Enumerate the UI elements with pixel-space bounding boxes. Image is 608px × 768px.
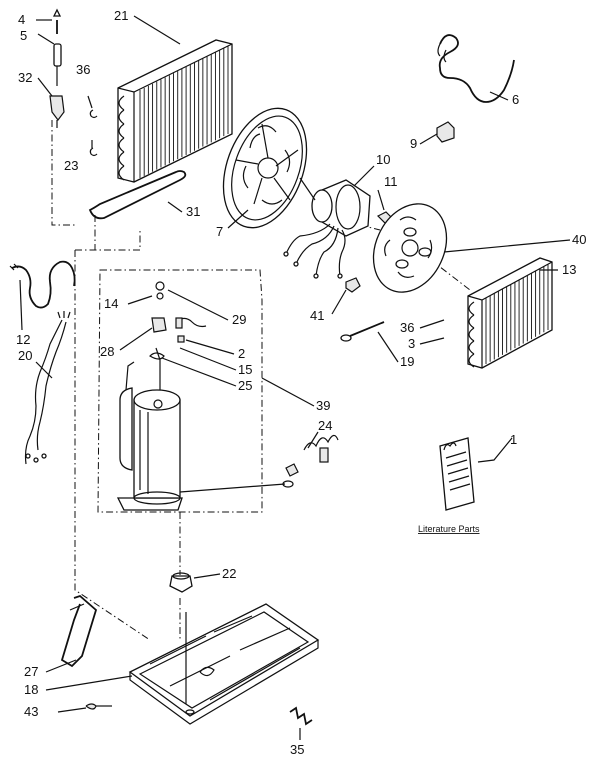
overload-protector (179, 434, 339, 493)
callout-labels: 4 5 32 36 23 21 31 7 6 9 10 11 40 13 12 … (16, 8, 586, 757)
clip-35 (289, 706, 313, 726)
callout-22: 22 (222, 566, 236, 581)
callout-9: 9 (410, 136, 417, 151)
coil-tube-bend (118, 123, 125, 139)
coil-tube-bend (468, 340, 475, 355)
callout-18: 18 (24, 682, 38, 697)
drain-bracket (60, 594, 98, 668)
leader-lines (19, 15, 571, 740)
callout-14: 14 (104, 296, 118, 311)
callout-23: 23 (64, 158, 78, 173)
callout-12: 12 (16, 332, 30, 347)
callout-7: 7 (216, 224, 223, 239)
bracket-clip (436, 121, 455, 143)
fan-shroud (222, 107, 308, 229)
coil-tube-bend (468, 314, 475, 329)
wire-harness (24, 311, 71, 465)
callout-21: 21 (114, 8, 128, 23)
base-pan (128, 603, 320, 725)
suction-tube (9, 260, 76, 309)
evaporator-coil (467, 257, 553, 369)
grommet (169, 572, 193, 593)
discharge-tube (88, 170, 187, 220)
terminal-connector (345, 277, 361, 293)
literature-booklet: Literature Parts (418, 437, 480, 534)
coil-tube-bend (118, 95, 125, 111)
blower-wheel (372, 203, 448, 293)
fan-motor (283, 177, 371, 279)
callout-36: 36 (76, 62, 90, 77)
callout-1: 1 (510, 432, 517, 447)
callout-5: 5 (20, 28, 27, 43)
callout-41: 41 (310, 308, 324, 323)
callout-36b: 36 (400, 320, 414, 335)
callout-20: 20 (18, 348, 32, 363)
small-clip-parts (89, 109, 98, 157)
callout-15: 15 (238, 362, 252, 377)
callout-32: 32 (18, 70, 32, 85)
capillary-tube (437, 34, 515, 103)
callout-13: 13 (562, 262, 576, 277)
coil-tube-bend (118, 151, 125, 167)
coil-tube-bend (468, 327, 475, 342)
callout-39: 39 (316, 398, 330, 413)
coil-tube-bend (118, 137, 125, 153)
callout-35: 35 (290, 742, 304, 757)
valve-part (49, 8, 65, 128)
callout-10: 10 (376, 152, 390, 167)
callout-24: 24 (318, 418, 332, 433)
callout-6: 6 (512, 92, 519, 107)
literature-parts-label: Literature Parts (418, 524, 480, 534)
callout-25: 25 (238, 378, 252, 393)
callout-29: 29 (232, 312, 246, 327)
callout-19: 19 (400, 354, 414, 369)
coil-tube-bend (468, 353, 475, 368)
callout-2: 2 (238, 346, 245, 361)
callout-31: 31 (186, 204, 200, 219)
callout-27: 27 (24, 664, 38, 679)
coil-tube-bend (118, 165, 125, 181)
compressor (116, 347, 183, 511)
screw (85, 703, 112, 710)
callout-28: 28 (100, 344, 114, 359)
compressor-terminal-parts (149, 281, 207, 360)
condenser-coil (117, 39, 233, 183)
callout-43: 43 (24, 704, 38, 719)
coil-tube-bend (468, 301, 475, 316)
callout-4: 4 (18, 12, 25, 27)
callout-3: 3 (408, 336, 415, 351)
callout-11: 11 (384, 174, 398, 189)
callout-40: 40 (572, 232, 586, 247)
thermostat-bulb (340, 321, 385, 342)
coil-tube-bend (118, 109, 125, 125)
